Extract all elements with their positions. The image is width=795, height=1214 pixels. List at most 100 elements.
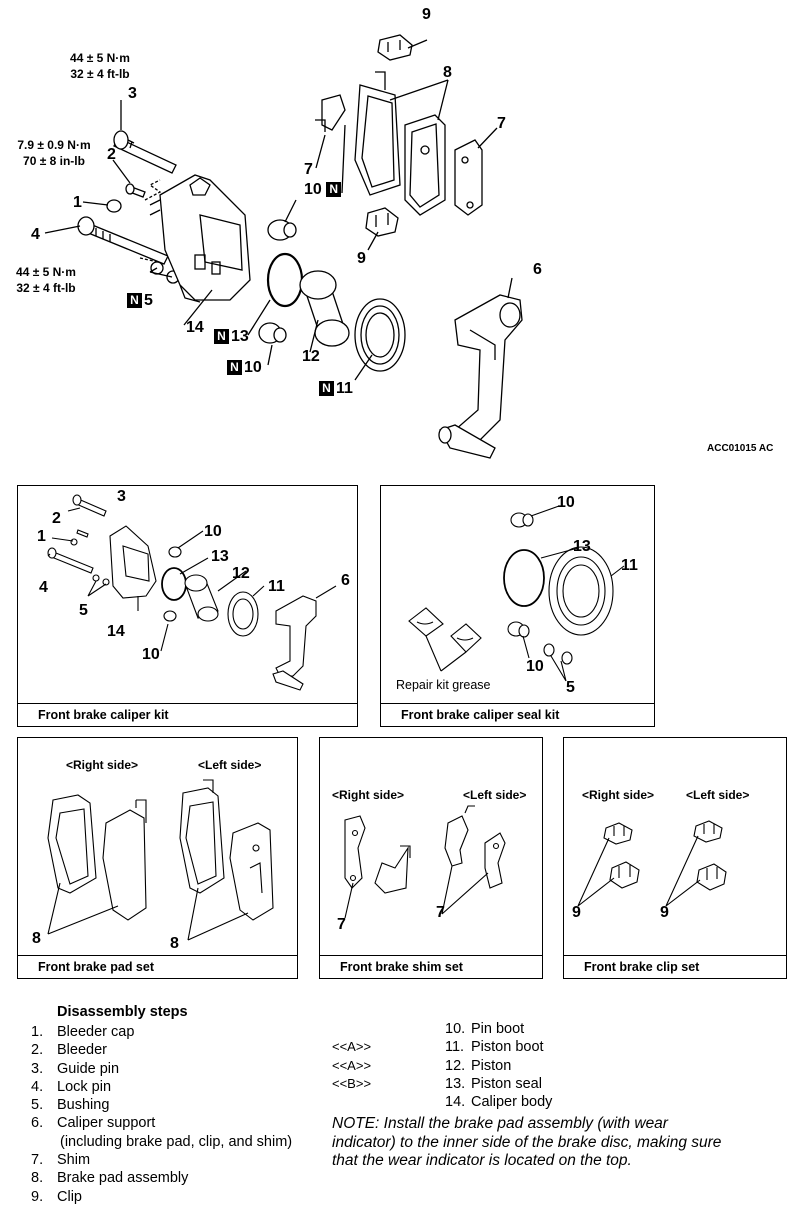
callout-7: 7 — [304, 161, 313, 178]
callout-7: 7 — [436, 904, 445, 921]
lock-pin-drawing — [77, 216, 169, 265]
figure-reference-code: ACC01015 AC — [707, 443, 774, 454]
callout-2: 2 — [107, 146, 116, 163]
caliper-body-drawing — [149, 174, 251, 303]
step-item: <<A>>11.Piston boot — [332, 1039, 544, 1056]
callout-3: 3 — [117, 488, 126, 505]
step-item: 9.Clip — [31, 1188, 82, 1205]
step-item: 2.Bleeder — [31, 1042, 107, 1059]
new-part-marker: N — [227, 360, 242, 375]
callout-5: 5 — [79, 602, 88, 619]
shim-drawing — [454, 139, 483, 216]
disassembly-steps-left: 1.Bleeder cap 2.Bleeder 3.Guide pin 4.Lo… — [31, 1023, 331, 1206]
right-side-label: <Right side> — [332, 788, 405, 802]
left-side-label: <Left side> — [463, 788, 527, 802]
callout-12: 12 — [302, 348, 320, 365]
new-part-marker: N — [319, 381, 334, 396]
step-item: 8.Brake pad assembly — [31, 1170, 189, 1187]
callout-6: 6 — [341, 572, 350, 589]
clip-set-caption: Front brake clip set — [564, 955, 786, 978]
step-item: 14.Caliper body — [445, 1094, 553, 1111]
piston-boot-drawing — [354, 298, 406, 372]
brake-pad-outer-drawing — [404, 114, 446, 216]
new-part-marker: N — [214, 329, 229, 344]
caliper-kit-caption: Front brake caliper kit — [18, 703, 357, 726]
pad-set-drawing — [47, 779, 274, 941]
callout-1: 1 — [37, 528, 46, 545]
callout-11: 11 — [621, 557, 638, 574]
shim-set-drawing — [344, 805, 506, 919]
bleeder-cap-drawing — [106, 199, 122, 213]
repair-kit-grease-label: Repair kit grease — [396, 678, 491, 692]
callout-9: 9 — [422, 6, 431, 23]
caliper-support-drawing — [438, 294, 523, 459]
callout-7: 7 — [337, 916, 346, 933]
callout-6: 6 — [533, 261, 542, 278]
callout-8: 8 — [170, 935, 179, 952]
callout-1: 1 — [73, 194, 82, 211]
callout-10: 10 — [204, 523, 222, 540]
bleeder-drawing — [125, 183, 146, 198]
panel-pad-set: <Right side> <Left side> 8 8 Front brake… — [17, 737, 298, 979]
seal-kit-drawing — [408, 505, 625, 682]
step-item: (including brake pad, clip, and shim) — [60, 1133, 293, 1150]
disassembly-steps-right: 10.Pin boot <<A>>11.Piston boot <<A>>12.… — [332, 1020, 612, 1111]
left-side-label: <Left side> — [198, 758, 262, 772]
panel-shim-set: <Right side> <Left side> 7 7 Front brake… — [319, 737, 543, 979]
callout-14: 14 — [107, 623, 125, 640]
new-part-marker: N — [326, 182, 342, 197]
shim-set-caption: Front brake shim set — [320, 955, 542, 978]
left-side-label: <Left side> — [686, 788, 750, 802]
caliper-kit-drawing — [47, 494, 337, 691]
callout-13: 13 — [573, 538, 591, 555]
installation-note: NOTE: Install the brake pad assembly (wi… — [332, 1115, 722, 1169]
step-item: 3.Guide pin — [31, 1060, 120, 1077]
main-exploded-diagram — [44, 34, 523, 459]
callout-12: 12 — [232, 565, 250, 582]
guide-pin-drawing — [113, 130, 177, 174]
step-item: <<B>>13.Piston seal — [332, 1075, 542, 1092]
step-item: 10.Pin boot — [445, 1021, 525, 1037]
pin-boot-drawing — [258, 322, 287, 344]
callout-13: 13 — [211, 548, 229, 565]
clip-set-drawing — [577, 820, 727, 907]
callout-10: 10 — [526, 658, 544, 675]
step-item: 1.Bleeder cap — [31, 1024, 135, 1040]
brake-pad-inner-drawing — [354, 71, 401, 196]
callout-9: 9 — [660, 904, 669, 921]
step-item: 7.Shim — [31, 1152, 91, 1169]
step-item: 5.Bushing — [31, 1097, 110, 1114]
clip-drawing — [377, 34, 413, 61]
disassembly-heading: Disassembly steps — [57, 1004, 188, 1020]
piston-seal-drawing — [266, 252, 304, 308]
callout-3: 3 — [128, 85, 137, 102]
callout-11: 11 — [268, 578, 285, 595]
callout-9: 9 — [357, 250, 366, 267]
right-side-label: <Right side> — [582, 788, 655, 802]
step-item: 6.Caliper support — [31, 1115, 156, 1132]
panel-clip-set: <Right side> <Left side> 9 9 Front brake… — [563, 737, 787, 979]
piston-drawing — [299, 270, 350, 347]
shim-drawing — [315, 94, 346, 132]
pin-boot-drawing — [267, 219, 297, 241]
panel-caliper-seal-kit: 10 13 11 10 5 Repair kit grease Front br… — [380, 485, 655, 727]
callout-10: 10 — [142, 646, 160, 663]
callout-5: 5 — [566, 679, 575, 696]
panel-caliper-kit: 3 2 1 4 5 14 10 13 12 11 6 10 Front brak… — [17, 485, 358, 727]
callout-8: 8 — [443, 64, 452, 81]
step-item: 4.Lock pin — [31, 1078, 112, 1095]
callout-2: 2 — [52, 510, 61, 527]
callout-10: 10 — [557, 494, 575, 511]
seal-kit-caption: Front brake caliper seal kit — [381, 703, 654, 726]
new-part-marker: N — [127, 293, 142, 308]
callout-10-new: 10 N — [304, 181, 343, 199]
callout-14: 14 — [186, 319, 204, 336]
pad-set-caption: Front brake pad set — [18, 955, 297, 978]
callout-8: 8 — [32, 930, 41, 947]
callout-7: 7 — [497, 115, 506, 132]
